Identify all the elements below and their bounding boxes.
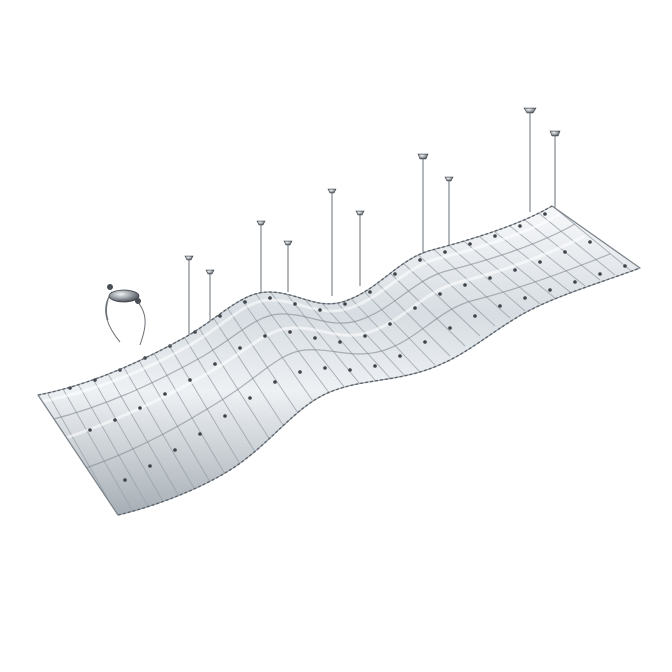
chrome-clip-rows	[68, 212, 627, 482]
ceiling-canopies	[107, 107, 561, 304]
glass-wave-band	[37, 205, 641, 516]
glass-rods	[39, 206, 631, 515]
